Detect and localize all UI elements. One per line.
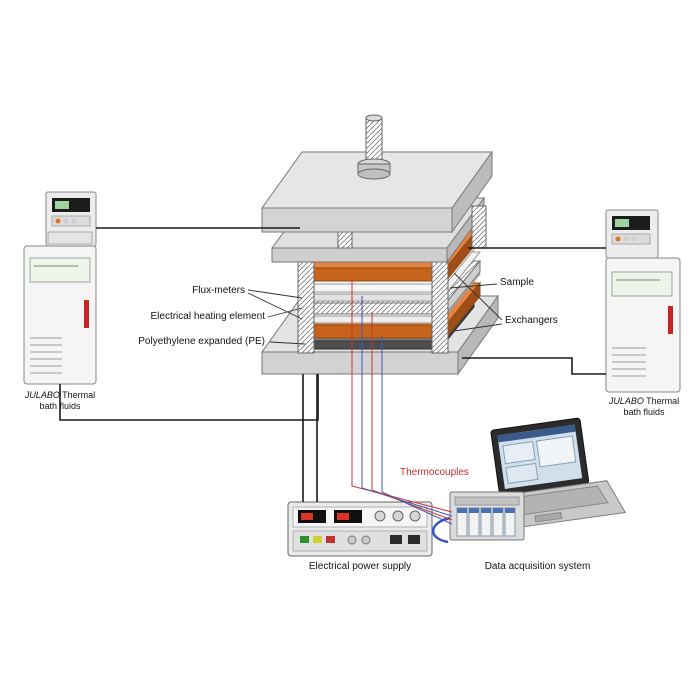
power-knob: [392, 510, 404, 522]
power-knob: [409, 510, 421, 522]
bath-vents: [612, 347, 646, 377]
daq-assembly: [432, 417, 627, 544]
label-power-supply: Electrical power supply: [308, 561, 412, 572]
power-knob: [374, 510, 386, 522]
bath-button: [623, 236, 629, 242]
callout-exchangers: Exchangers: [505, 315, 558, 326]
hot-plate-press: [261, 114, 499, 376]
label-daq: Data acquisition system: [484, 561, 591, 572]
power-knob: [347, 535, 357, 545]
daq-modules: [456, 507, 516, 537]
bath-button: [63, 218, 69, 224]
callout-heating-element: Electrical heating element: [150, 311, 265, 322]
bath-panel: [611, 271, 673, 297]
thermocouple-wires: [351, 278, 453, 525]
power-supply-unit: [287, 501, 433, 557]
julabo-brand-text: JULABO: [608, 396, 644, 406]
thermal-bath-left: [23, 191, 97, 385]
press-screw: [357, 114, 391, 180]
power-cables: [302, 374, 318, 502]
callout-leader-lines: [247, 272, 503, 345]
power-button-yellow: [313, 536, 322, 543]
bath-button: [71, 218, 77, 224]
thermal-bath-right: [605, 209, 681, 393]
power-outlet: [390, 535, 402, 544]
daq-cable: [432, 516, 451, 544]
callout-thermocouples: Thermocouples: [400, 467, 469, 478]
bath-vents: [30, 337, 62, 374]
power-button-green: [300, 536, 309, 543]
label-thermal-bath-left: JULABO Thermal bath fluids: [14, 390, 106, 412]
bath-panel: [29, 257, 91, 283]
bath-name-line1: Thermal: [62, 390, 96, 400]
tie-rod-back-right: [471, 205, 487, 249]
julabo-logo: [668, 306, 673, 334]
bath-name-line1: Thermal: [646, 396, 680, 406]
bath-button: [631, 236, 637, 242]
fluid-lines: [59, 227, 606, 421]
julabo-brand-text: JULABO: [24, 390, 60, 400]
bath-button: [615, 236, 621, 242]
laptop-trackpad: [534, 511, 563, 523]
callout-polyethylene: Polyethylene expanded (PE): [138, 336, 265, 347]
bath-button: [55, 218, 61, 224]
callout-sample: Sample: [500, 277, 534, 288]
label-thermal-bath-right: JULABO Thermal bath fluids: [598, 396, 690, 418]
power-button-red: [326, 536, 335, 543]
bath-name-line2: bath fluids: [623, 406, 665, 417]
julabo-logo: [84, 300, 89, 328]
power-outlet: [408, 535, 420, 544]
power-knob: [361, 535, 371, 545]
bath-name-line2: bath fluids: [39, 400, 81, 411]
callout-flux-meters: Flux-meters: [192, 285, 245, 296]
